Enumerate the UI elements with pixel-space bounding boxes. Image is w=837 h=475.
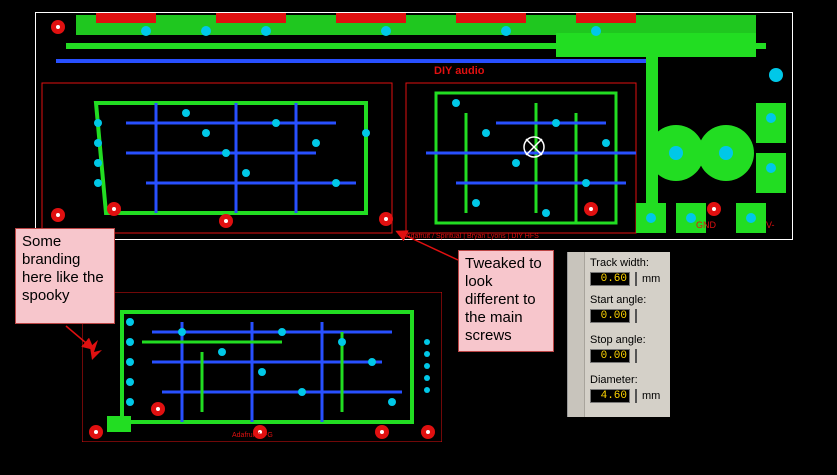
stop-angle-input[interactable] [590,349,630,363]
sub-credits-label: Adafruit NFG [232,432,273,439]
sub-pcb-view[interactable]: Adafruit NFG [82,292,442,442]
v-minus-label: V- [766,220,775,230]
diameter-input[interactable] [590,389,630,403]
credits-label: Adafruit / Spiritual | Bryan Lyons | DIY… [406,233,539,240]
track-width-input[interactable] [590,272,630,286]
start-angle-spinner[interactable] [633,309,639,323]
diameter-spinner[interactable] [633,389,639,403]
diameter-unit: mm [642,390,661,402]
properties-panel: Track width: mm Start angle: Stop angle:… [567,252,670,417]
start-angle-group: Start angle: [590,294,646,323]
board-title-label: DIY audio [434,65,485,77]
track-width-group: Track width: mm [590,257,660,286]
start-angle-label: Start angle: [590,294,647,306]
stop-angle-group: Stop angle: [590,334,646,363]
tweaked-screws-callout: Tweaked to look different to the main sc… [458,250,554,352]
diameter-label: Diameter: [590,374,638,386]
track-width-unit: mm [642,273,661,285]
track-width-label: Track width: [590,257,649,269]
diameter-group: Diameter: mm [590,374,660,403]
stop-angle-label: Stop angle: [590,334,646,346]
sub-pcb-graphic [82,292,442,442]
track-width-spinner[interactable] [633,272,639,286]
main-pcb-view[interactable]: DIY audio GND V- Adafruit / Spiritual | … [35,12,793,240]
panel-side-strip [568,252,585,417]
start-angle-input[interactable] [590,309,630,323]
main-pcb-graphic [41,13,786,234]
gnd-label: GND [696,220,716,230]
stop-angle-spinner[interactable] [633,349,639,363]
branding-callout: Some branding here like the spooky [15,228,115,324]
